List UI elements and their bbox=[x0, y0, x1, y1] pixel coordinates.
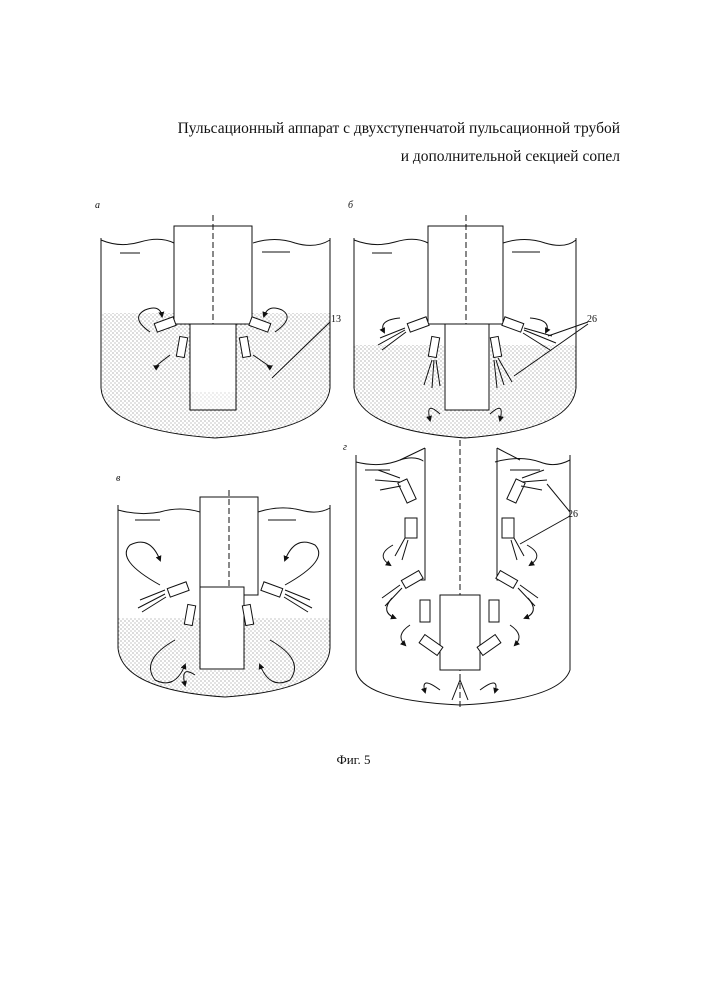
callout-13: 13 bbox=[331, 314, 341, 325]
figure-caption: Фиг. 5 bbox=[0, 752, 707, 768]
panel-a bbox=[101, 215, 330, 438]
callout-26-b: 26 bbox=[587, 314, 597, 325]
panel-g bbox=[356, 440, 570, 710]
panel-v bbox=[118, 490, 330, 697]
callout-26-g: 26 bbox=[568, 509, 578, 520]
panel-b bbox=[354, 215, 588, 438]
